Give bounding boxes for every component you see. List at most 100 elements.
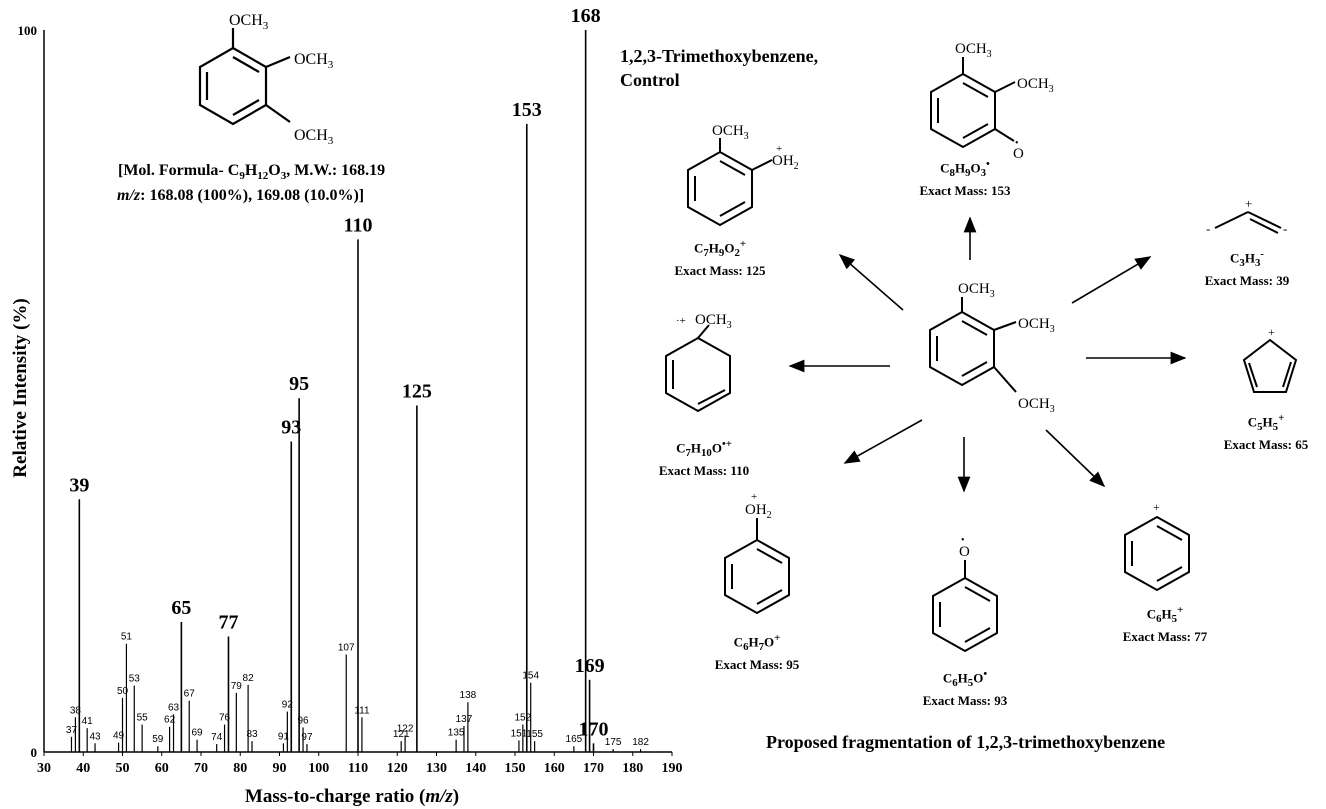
peak-label: 38 [70, 705, 82, 716]
scheme-caption: Proposed fragmentation of 1,2,3-trimetho… [766, 732, 1166, 752]
peak-label: 82 [243, 673, 255, 684]
f39-plus: + [1245, 196, 1252, 211]
peak-label: 152 [515, 713, 532, 724]
x-tick-label: 60 [155, 761, 169, 776]
x-tick-label: 70 [194, 761, 208, 776]
peak-label-major: 39 [69, 474, 89, 496]
scheme-title-line1: 1,2,3-Trimethoxybenzene, [620, 46, 819, 66]
f93-o: O [959, 544, 970, 560]
central-och3-bot: OCH3 [1018, 396, 1055, 415]
arrow-to-125 [838, 253, 904, 311]
fragment-93-structure [932, 560, 998, 653]
x-tick-label: 120 [387, 761, 408, 776]
peak-label: 79 [231, 681, 243, 692]
peak-label: 49 [113, 731, 125, 742]
peak-label: 107 [338, 643, 355, 654]
fragment-label-125: C7H9O2+ Exact Mass: 125 [674, 238, 766, 278]
trimethoxybenzene-structure [198, 28, 291, 126]
x-axis-label: Mass-to-charge ratio (m/z) [245, 786, 459, 807]
peak-label: 53 [129, 674, 141, 685]
x-tick-label: 30 [37, 761, 51, 776]
fragment-label-110: C7H10O•+ Exact Mass: 110 [658, 438, 750, 478]
peak-label-major: 125 [402, 380, 432, 402]
peak-label: 63 [168, 702, 180, 713]
f153-och3-top: OCH3 [955, 41, 992, 60]
fragment-label-153: C8H9O3• Exact Mass: 153 [919, 158, 1011, 198]
x-tick-label: 150 [505, 761, 526, 776]
och3-middle: OCH3 [294, 51, 334, 71]
fragment-65-structure [1242, 338, 1298, 393]
f153-dot: • [1015, 138, 1019, 149]
f95-oh2: OH2 [745, 502, 772, 521]
mol-formula-line1: [Mol. Formula- C9H12O3, M.W.: 168.19 [118, 162, 385, 182]
fragment-label-77: C6H5+ Exact Mass: 77 [1122, 604, 1208, 644]
peak-label-major: 170 [579, 718, 609, 740]
fragment-39-structure [1214, 211, 1282, 234]
peak-label: 135 [448, 728, 465, 739]
arrow-to-39 [1071, 256, 1152, 304]
peak-label: 92 [282, 700, 294, 711]
peak-label: 137 [456, 714, 473, 725]
f125-och3: OCH3 [712, 123, 749, 142]
fragment-label-93: C6H5O• Exact Mass: 93 [922, 668, 1008, 708]
x-tick-label: 90 [273, 761, 287, 776]
peak-label-major: 168 [571, 5, 601, 27]
peak-label: 67 [184, 689, 196, 700]
x-tick-label: 180 [622, 761, 643, 776]
x-tick-label: 170 [583, 761, 604, 776]
fragment-77-structure [1124, 515, 1190, 592]
peak-label: 122 [397, 723, 414, 734]
peak-label: 74 [211, 732, 223, 743]
fragment-153-structure [930, 57, 1016, 149]
peak-label: 175 [605, 737, 622, 748]
f153-och3-mid: OCH3 [1017, 76, 1054, 95]
peak-label: 151 [511, 728, 528, 739]
x-tick-label: 50 [116, 761, 130, 776]
peak-label: 51 [121, 632, 133, 643]
f39-minus-right: - [1283, 221, 1287, 236]
peak-label-major: 93 [281, 417, 301, 439]
scheme-title: 1,2,3-Trimethoxybenzene, Control [620, 44, 818, 92]
f125-oh2: OH2 [772, 153, 799, 172]
peak-label: 83 [246, 729, 258, 740]
fragment-95-structure [724, 518, 790, 615]
peak-label: 59 [152, 734, 164, 745]
arrow-to-95 [843, 419, 923, 464]
fragment-125-structure [687, 138, 773, 227]
scheme-title-line2: Control [620, 70, 680, 90]
peak-label-major: 77 [218, 611, 238, 633]
y-tick-100: 100 [18, 23, 38, 38]
central-och3-mid: OCH3 [1018, 316, 1055, 335]
peak-label: 69 [192, 728, 204, 739]
peak-label: 155 [526, 729, 543, 740]
f93-dot: • [961, 535, 965, 546]
peak-label: 121 [393, 729, 410, 740]
x-tick-label: 160 [544, 761, 565, 776]
x-tick-label: 40 [76, 761, 90, 776]
och3-top: OCH3 [229, 12, 269, 32]
chart-peaks [70, 30, 642, 752]
f39-minus-left: - [1206, 221, 1210, 236]
x-tick-label: 190 [662, 761, 683, 776]
central-och3-top: OCH3 [958, 281, 995, 300]
peak-label: 154 [522, 671, 539, 682]
peak-label: 182 [632, 737, 649, 748]
peak-label-major: 169 [575, 655, 605, 677]
peak-label: 76 [219, 713, 231, 724]
peak-label-major: 110 [344, 214, 373, 236]
peak-label: 138 [460, 690, 477, 701]
x-tick-label: 80 [233, 761, 247, 776]
peak-label: 91 [278, 731, 290, 742]
f95-plus: + [751, 491, 757, 503]
fragmentation-arrows [788, 216, 1187, 493]
peak-label-major: 153 [512, 99, 542, 121]
fragment-label-39: C3H3- Exact Mass: 39 [1204, 248, 1290, 288]
peak-label: 50 [117, 686, 129, 697]
x-tick-label: 110 [348, 761, 368, 776]
fragment-label-65: C5H5+ Exact Mass: 65 [1223, 412, 1309, 452]
peak-label-major: 95 [289, 373, 309, 395]
